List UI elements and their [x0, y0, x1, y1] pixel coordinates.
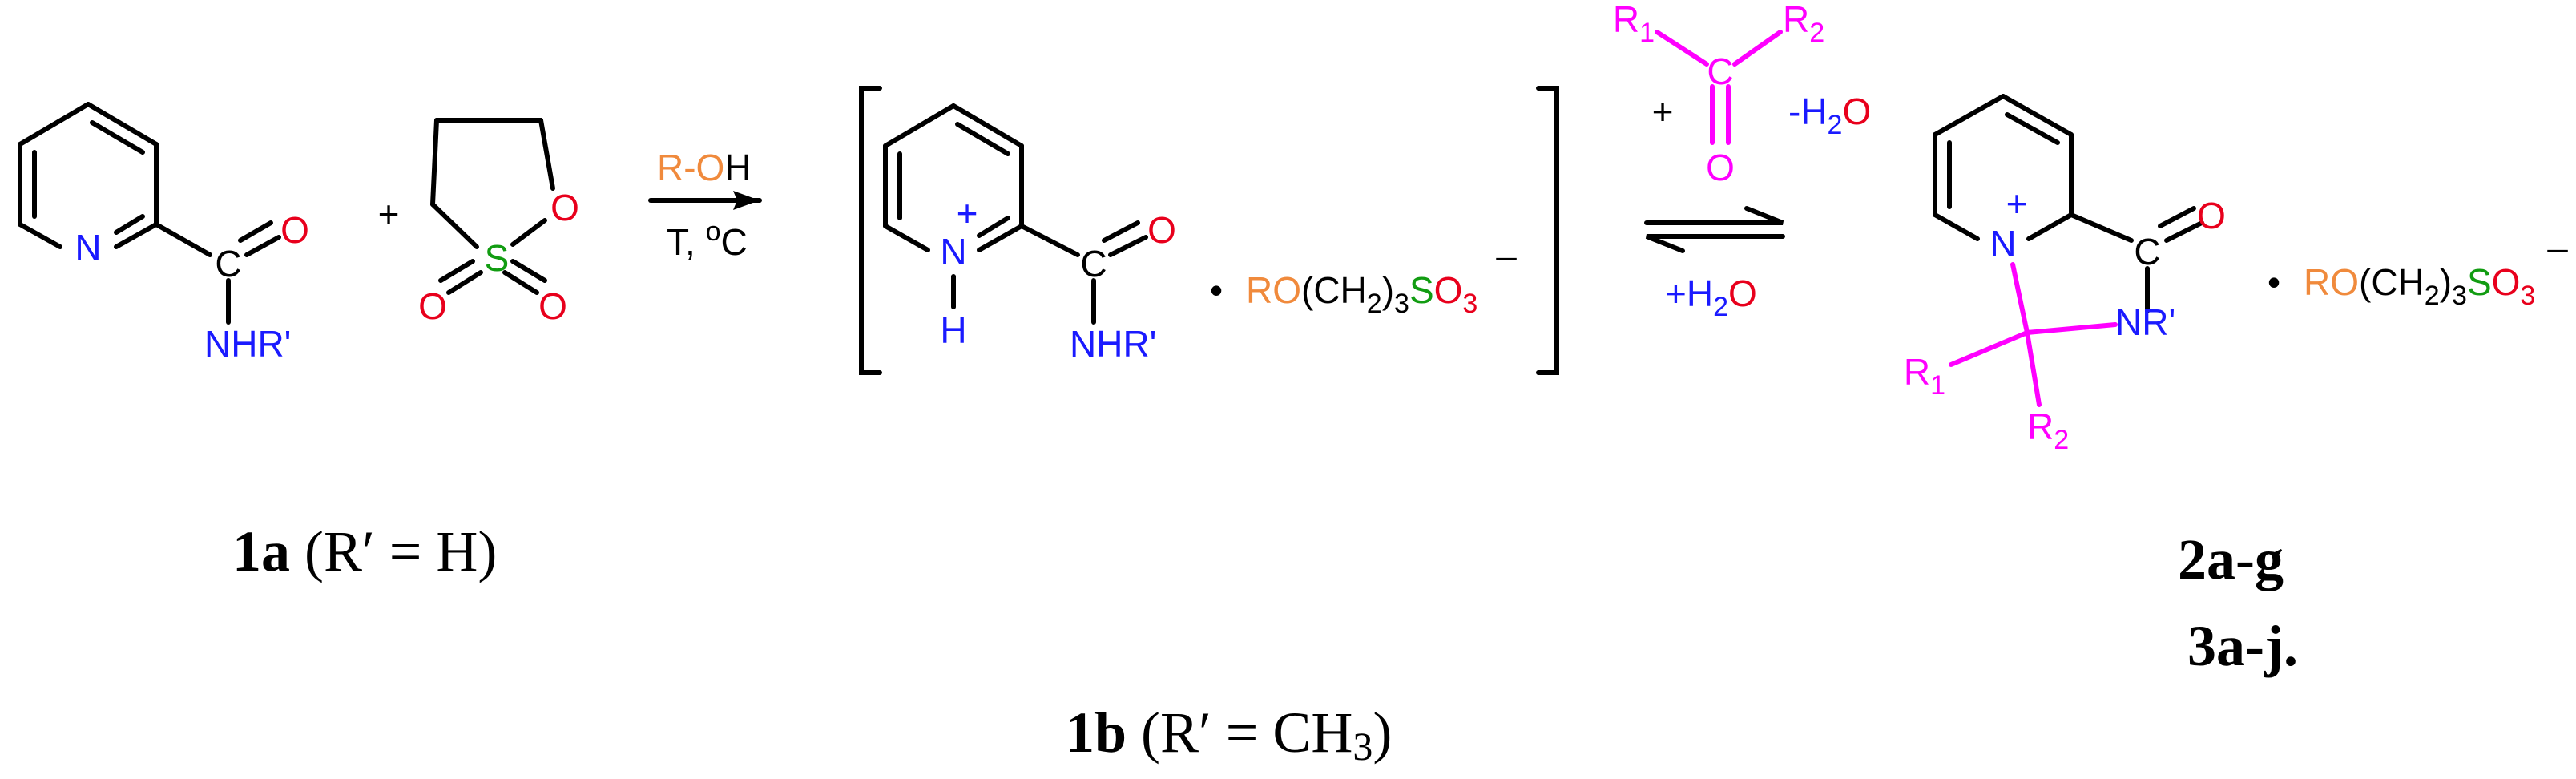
anion-product: RO(CH2)3SO3: [2304, 261, 2535, 311]
label-1b: 1b (R′ = CH3): [1066, 700, 1392, 769]
product-r2: R2: [2027, 406, 2069, 455]
reagent-roh: R-OH: [657, 147, 752, 188]
reaction-conditions: T, oC: [667, 216, 748, 263]
atom-n-product: N: [1989, 223, 2016, 264]
atom-o-right-sultone: O: [538, 285, 567, 327]
amide-nhr-intermediate: NHR': [1070, 323, 1156, 365]
atom-h-intermediate: H: [940, 309, 966, 351]
atom-o-carbonyl-product: O: [2197, 195, 2226, 236]
pyridinium-intermediate-structure: [883, 103, 1148, 325]
carbonyl-r1: R1: [1613, 0, 1655, 48]
propane-sultone-structure: [430, 118, 555, 295]
dot-intermediate: •: [1210, 269, 1223, 311]
dot-product: •: [2268, 261, 2280, 303]
imidazopyridinium-product-structure: [1933, 94, 2204, 313]
atom-s-sultone: S: [485, 237, 510, 279]
plus-water: +H2O: [1665, 272, 1757, 322]
anion-intermediate: RO(CH2)3SO3: [1246, 269, 1477, 319]
product-r1: R1: [1904, 351, 1945, 401]
atom-c-carbonyl-1: C: [215, 243, 241, 285]
atom-o-carbonyl-1: O: [280, 209, 309, 251]
label-3a-j: 3a-j.: [2187, 614, 2298, 678]
label-1a: 1a (R′ = H): [232, 519, 497, 583]
carbonyl-r2: R2: [1783, 0, 1824, 48]
minus-water: -H2O: [1788, 91, 1871, 140]
atom-c-carbonyl-intermediate: C: [1080, 243, 1107, 285]
plus-sign-2: +: [1652, 91, 1674, 132]
plus-sign-1: +: [378, 193, 400, 235]
product-nr: NR': [2115, 301, 2175, 343]
carbonyl-o: O: [1706, 147, 1735, 188]
atom-o-left-sultone: O: [418, 285, 447, 327]
charge-plus-product: +: [2006, 183, 2028, 224]
amide-nhr-1: NHR': [204, 323, 291, 365]
anion-charge-product: –: [2547, 227, 2568, 268]
carbonyl-reagent-structure: [1655, 30, 1783, 145]
charge-plus-intermediate: +: [957, 192, 978, 234]
anion-charge-intermediate: –: [1496, 235, 1517, 276]
atom-o-carbonyl-intermediate: O: [1147, 209, 1176, 251]
atom-o-ring-sultone: O: [550, 187, 579, 228]
atom-n-pyridine-1: N: [75, 227, 101, 268]
picolinamide-structure: [18, 102, 281, 325]
carbonyl-c: C: [1707, 50, 1733, 92]
atom-n-pyridinium-intermediate: N: [940, 231, 966, 272]
atom-c-carbonyl-product: C: [2134, 231, 2160, 272]
label-2a-g: 2a-g: [2178, 527, 2284, 591]
